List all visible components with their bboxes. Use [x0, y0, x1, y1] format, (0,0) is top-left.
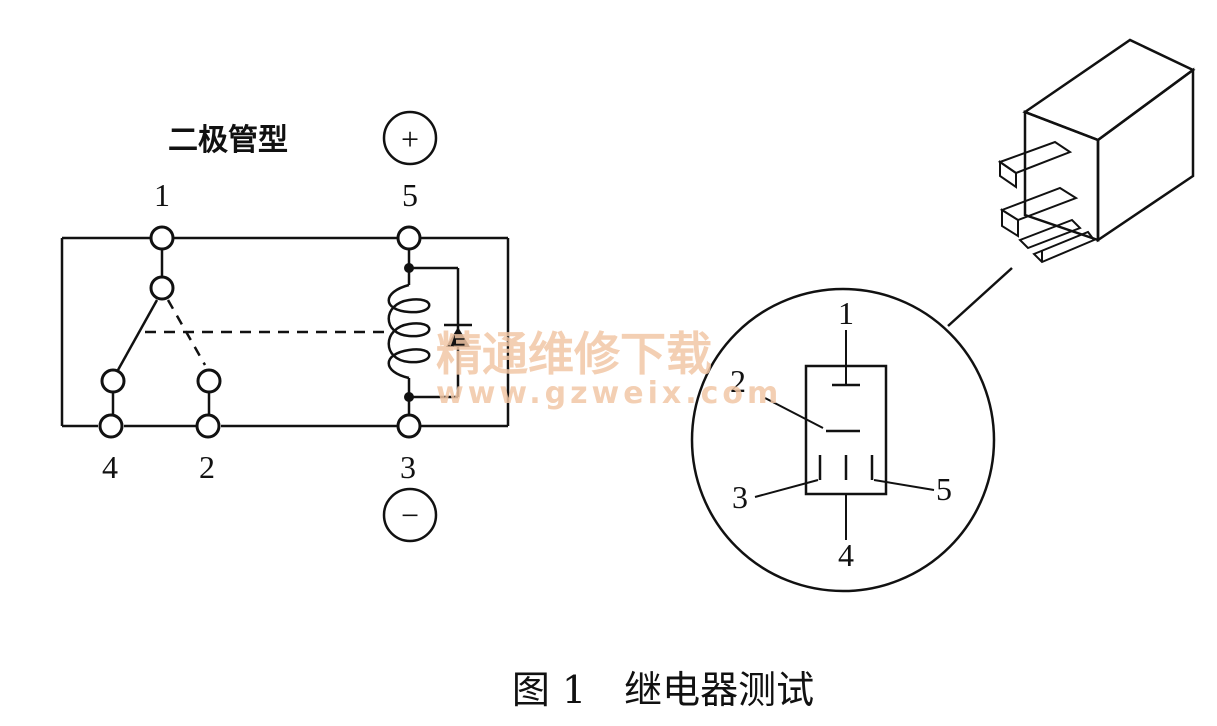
coil: [387, 283, 431, 380]
pin-view-circle: [690, 287, 996, 593]
contact-4: [100, 368, 126, 394]
terminal-1: [149, 225, 175, 251]
watermark: 精通维修下载 www.gzweix.com: [436, 327, 782, 411]
relay-pin-lower-b: [1032, 230, 1096, 264]
switch-arm: [116, 299, 159, 371]
watermark-title: 精通维修下载: [436, 327, 712, 381]
figure-caption: 图 1 继电器测试: [512, 668, 814, 712]
terminal-3-label: 3: [400, 449, 416, 485]
terminal-4: [98, 413, 124, 439]
relay-side-face: [1096, 67, 1195, 243]
contact-2: [196, 368, 222, 394]
pin-3-label: 3: [732, 479, 748, 515]
switch-pivot: [149, 275, 175, 301]
positive-marker: [382, 110, 438, 166]
terminal-3: [396, 413, 422, 439]
connector-pin-view: 1 2 3 4 5: [690, 287, 996, 593]
terminal-5: [396, 225, 422, 251]
relay-pin-lower-a: [1018, 218, 1082, 250]
pin-2-label: 2: [730, 363, 746, 399]
relay-body-illustration: [997, 38, 1196, 264]
relay-pin-middle-side: [1001, 208, 1019, 238]
diode-type-label: 二极管型: [168, 123, 288, 158]
leader-line: [947, 267, 1013, 327]
relay-pin-upper-side: [999, 160, 1017, 189]
pin-4-label: 4: [838, 537, 854, 573]
terminal-5-label: 5: [402, 177, 418, 213]
pin-3-leader: [754, 479, 819, 498]
positive-symbol: +: [401, 121, 419, 157]
pin-5-label: 5: [936, 471, 952, 507]
terminal-1-label: 1: [154, 177, 170, 213]
relay-pin-middle: [999, 186, 1079, 222]
terminal-4-label: 4: [102, 449, 118, 485]
relay-schematic: + − 二极管型 1 5 4 2 3: [60, 110, 510, 543]
negative-marker: [382, 487, 438, 543]
relay-front-face: [1023, 110, 1100, 242]
pin-2-leader: [764, 397, 824, 429]
watermark-url: www.gzweix.com: [436, 376, 782, 411]
negative-symbol: −: [401, 497, 419, 533]
terminal-2: [195, 413, 221, 439]
diode-symbol: [446, 327, 470, 347]
pin-1-label: 1: [838, 295, 854, 331]
pin-5-leader: [873, 479, 935, 491]
terminal-2-label: 2: [199, 449, 215, 485]
